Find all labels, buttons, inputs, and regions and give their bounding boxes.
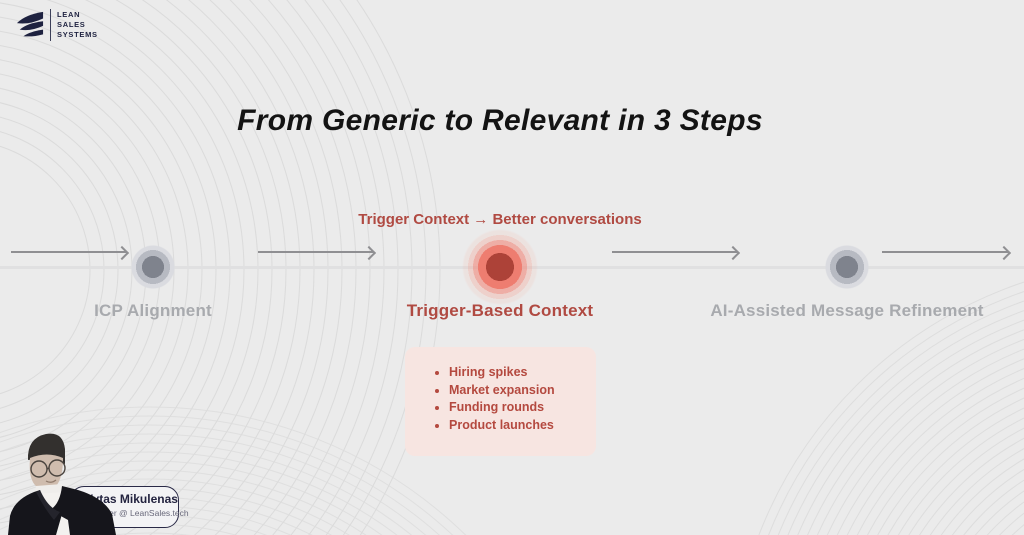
presenter-photo xyxy=(8,433,116,535)
list-item: Product launches xyxy=(449,417,588,435)
step-label-ai: AI-Assisted Message Refinement xyxy=(710,301,984,320)
arrow-right-icon xyxy=(882,251,1008,253)
wing-icon xyxy=(16,11,44,37)
brand-divider xyxy=(50,9,51,41)
list-item: Hiring spikes xyxy=(449,364,588,382)
presenter-name: Vytas Mikulenas xyxy=(85,492,178,506)
brand-name: LEAN SALES SYSTEMS xyxy=(57,10,98,40)
step-node-icp xyxy=(129,243,177,291)
step-node-ai xyxy=(823,243,871,291)
brand-logo: LEAN SALES SYSTEMS xyxy=(16,9,98,41)
trigger-examples-card: Hiring spikes Market expansion Funding r… xyxy=(405,347,596,456)
trigger-examples-list: Hiring spikes Market expansion Funding r… xyxy=(405,364,588,434)
brand-line-2: SALES xyxy=(57,20,86,29)
brand-line-3: SYSTEMS xyxy=(57,30,98,39)
arrow-right-icon xyxy=(612,251,737,253)
presenter-role: Founder @ LeanSales.tech xyxy=(85,508,189,518)
slide-title: From Generic to Relevant in 3 Steps xyxy=(237,104,763,137)
brand-line-1: LEAN xyxy=(57,10,81,19)
list-item: Market expansion xyxy=(449,382,588,400)
step-label-trigger: Trigger-Based Context xyxy=(406,301,594,320)
arrow-right-icon xyxy=(11,251,126,253)
step-label-icp: ICP Alignment xyxy=(94,301,212,320)
arrow-right-icon xyxy=(258,251,373,253)
step-node-trigger-active xyxy=(462,229,538,305)
trigger-annotation: Trigger Context → Better conversations xyxy=(358,211,642,228)
list-item: Funding rounds xyxy=(449,399,588,417)
